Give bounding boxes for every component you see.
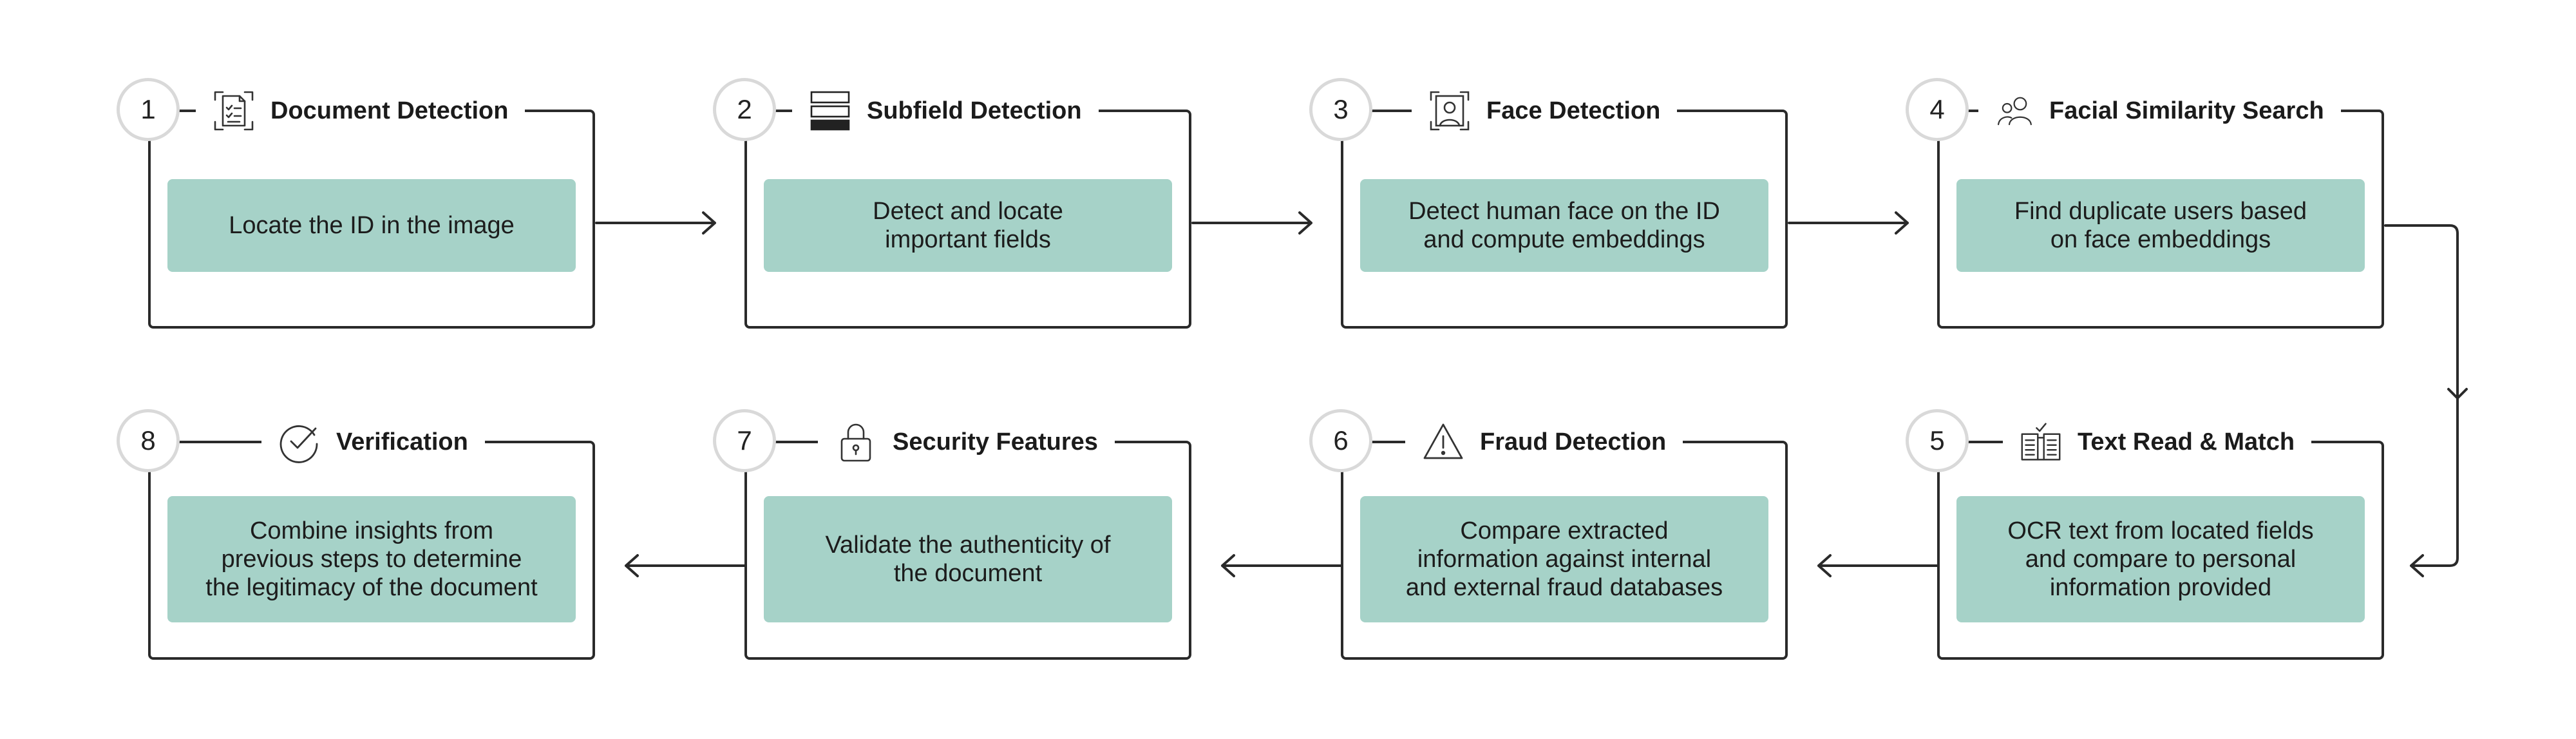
step-number-badge: 7 [716,412,773,469]
step-title: Face Detection [1486,97,1661,124]
check-circle-icon [278,421,321,463]
step-header: Facial Similarity Search [1978,91,2341,130]
step-header: Text Read & Match [2003,421,2312,463]
step-header: Document Detection [196,90,526,132]
step-header: Verification [261,421,485,463]
arrow-4-to-5 [2384,224,2468,577]
step-header: Security Features [818,421,1115,463]
step-title: Fraud Detection [1480,428,1667,456]
step-header: Face Detection [1412,90,1678,132]
step-document-detection: 1 Document Detection Locate the ID in th… [120,81,595,329]
step-facial-similarity-search: 4 Facial Similarity Search Find duplicat… [1909,81,2384,329]
lock-icon [835,421,877,463]
arrow-3-to-4 [1788,211,1909,235]
step-number-badge: 2 [716,81,773,138]
arrow-2-to-3 [1191,211,1312,235]
arrow-6-to-7 [1221,554,1342,577]
step-header: Fraud Detection [1405,423,1683,461]
open-book-check-icon [2020,421,2062,463]
step-number-badge: 3 [1312,81,1369,138]
step-title: Facial Similarity Search [2049,97,2324,124]
users-icon [1995,90,2038,132]
step-title: Security Features [893,428,1098,456]
step-title: Verification [336,428,468,456]
step-number-badge: 4 [1909,81,1965,138]
step-number-badge: 8 [120,412,176,469]
step-security-features: 7 Security Features Validate the authent… [716,412,1191,660]
step-number-badge: 5 [1909,412,1965,469]
arrow-7-to-8 [625,554,746,577]
step-description: Locate the ID in the image [167,179,576,272]
arrow-1-to-2 [595,211,716,235]
step-face-detection: 3 Face Detection Detect human face on th… [1312,81,1788,329]
step-title: Document Detection [270,97,509,124]
step-number-badge: 1 [120,81,176,138]
warning-icon [1422,421,1464,463]
face-scan-icon [1428,90,1471,132]
stacked-fields-icon [809,90,851,132]
step-header: Subfield Detection [792,90,1099,132]
arrow-5-to-6 [1817,554,1938,577]
step-title: Text Read & Match [2078,428,2295,456]
step-number-badge: 6 [1312,412,1369,469]
step-text-read-match: 5 Text Read & Match OCR text from locate… [1909,412,2384,660]
step-title: Subfield Detection [867,97,1082,124]
document-scan-icon [213,90,255,132]
